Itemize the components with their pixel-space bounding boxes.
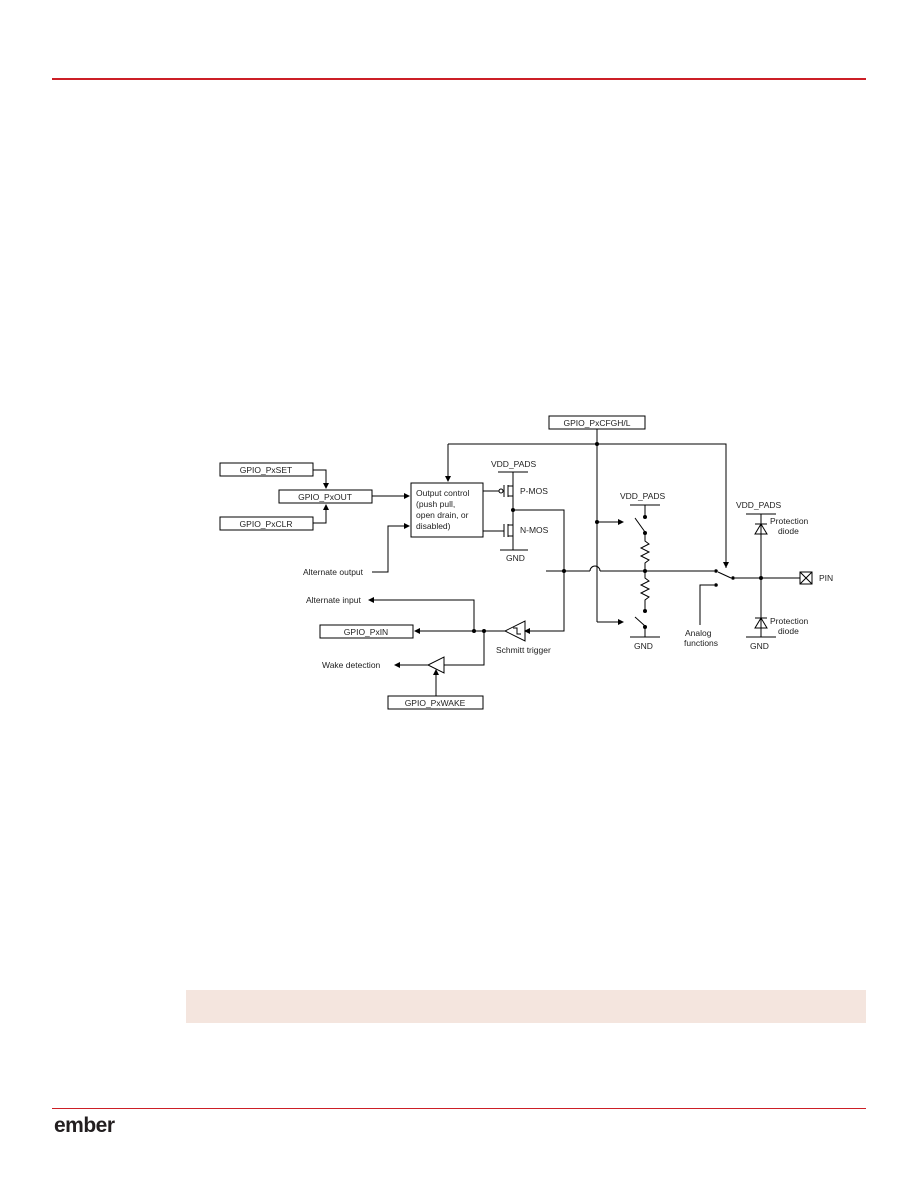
vdd-pads-3-label: VDD_PADS bbox=[736, 500, 782, 510]
pmos-label: P-MOS bbox=[520, 486, 548, 496]
wake-detection-label: Wake detection bbox=[322, 660, 381, 670]
vdd-pads-1-label: VDD_PADS bbox=[491, 459, 537, 469]
alternate-input-label: Alternate input bbox=[306, 595, 361, 605]
gnd-3-label: GND bbox=[750, 641, 769, 651]
output-control-box bbox=[410, 482, 484, 538]
note-bar bbox=[186, 990, 866, 1023]
in-register-box bbox=[319, 624, 414, 639]
out-register-label: GPIO_PxOUT bbox=[298, 492, 352, 502]
vdd-pads-2-label: VDD_PADS bbox=[620, 491, 666, 501]
set-register-label: GPIO_PxSET bbox=[240, 465, 292, 475]
pin-label: PIN bbox=[819, 573, 833, 583]
protection-diode-top-line-2: diode bbox=[778, 526, 799, 536]
footer-rule bbox=[52, 1108, 866, 1109]
schmitt-trigger-symbol bbox=[503, 620, 526, 642]
output-control-line-1: Output control bbox=[416, 488, 470, 498]
protection-diode-top-line-1: Protection bbox=[770, 516, 809, 526]
analog-functions-line-1: Analog bbox=[685, 628, 712, 638]
gnd-1-label: GND bbox=[506, 553, 525, 563]
output-control-line-4: disabled) bbox=[416, 521, 451, 531]
wake-register-label: GPIO_PxWAKE bbox=[405, 698, 466, 708]
output-control-line-3: open drain, or bbox=[416, 510, 469, 520]
ember-logo: ember bbox=[54, 1114, 115, 1137]
analog-functions-line-2: functions bbox=[684, 638, 718, 648]
cfg-register-label: GPIO_PxCFGH/L bbox=[563, 418, 630, 428]
nmos-label: N-MOS bbox=[520, 525, 549, 535]
protection-diode-bottom-line-1: Protection bbox=[770, 616, 809, 626]
clr-register-label: GPIO_PxCLR bbox=[240, 519, 293, 529]
in-register-label: GPIO_PxIN bbox=[344, 627, 388, 637]
output-control-line-2: (push pull, bbox=[416, 499, 455, 509]
header-rule bbox=[52, 78, 866, 80]
schmitt-trigger-label: Schmitt trigger bbox=[496, 645, 551, 655]
gnd-2-label: GND bbox=[634, 641, 653, 651]
alternate-output-label: Alternate output bbox=[303, 567, 364, 577]
protection-diode-bottom-line-2: diode bbox=[778, 626, 799, 636]
